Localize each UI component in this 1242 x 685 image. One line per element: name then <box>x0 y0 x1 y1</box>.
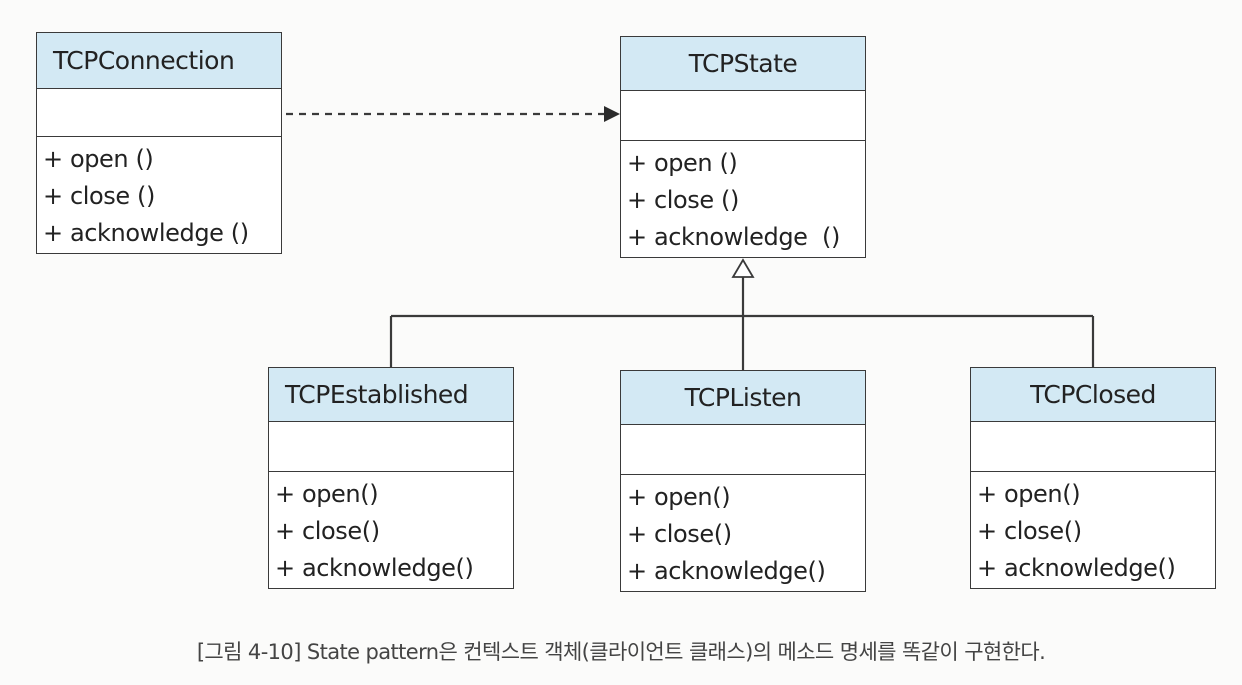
class-name: TCPListen <box>621 371 865 425</box>
operation-close: + close () <box>43 182 155 210</box>
operation-open: + open () <box>627 149 738 177</box>
dependency-arrowhead <box>604 106 620 122</box>
operations-compartment: + open() + close() + acknowledge() <box>269 472 513 587</box>
attributes-compartment <box>971 422 1215 472</box>
operations-compartment: + open () + close () + acknowledge () <box>37 137 281 252</box>
operation-acknowledge: + acknowledge() <box>275 554 474 582</box>
operation-open: + open() <box>627 483 731 511</box>
operation-acknowledge: + acknowledge() <box>627 557 826 585</box>
operations-compartment: + open() + close() + acknowledge() <box>621 475 865 590</box>
operation-acknowledge: + acknowledge() <box>977 554 1176 582</box>
operation-close: + close () <box>627 186 739 214</box>
operation-acknowledge: + acknowledge () <box>43 219 249 247</box>
class-tcpstate: TCPState + open () + close () + acknowle… <box>620 36 866 258</box>
figure-caption: [그림 4-10] State pattern은 컨텍스트 객체(클라이언트 클… <box>196 640 1046 664</box>
operation-open: + open() <box>275 480 379 508</box>
inheritance-triangle <box>731 258 755 278</box>
class-name: TCPState <box>621 37 865 91</box>
operation-acknowledge: + acknowledge () <box>627 223 840 251</box>
class-name: TCPEstablished <box>269 368 513 422</box>
operation-close: + close() <box>977 517 1082 545</box>
class-tcpestablished: TCPEstablished + open() + close() + ackn… <box>268 367 514 589</box>
attributes-compartment <box>621 425 865 475</box>
attributes-compartment <box>37 89 281 137</box>
operation-close: + close() <box>627 520 732 548</box>
class-name: TCPClosed <box>971 368 1215 422</box>
attributes-compartment <box>621 91 865 141</box>
operations-compartment: + open () + close () + acknowledge () <box>621 141 865 256</box>
class-tcplisten: TCPListen + open() + close() + acknowled… <box>620 370 866 592</box>
class-tcpconnection: TCPConnection + open () + close () + ack… <box>36 32 282 254</box>
class-name: TCPConnection <box>37 33 281 89</box>
operations-compartment: + open() + close() + acknowledge() <box>971 472 1215 587</box>
operation-open: + open() <box>977 480 1081 508</box>
attributes-compartment <box>269 422 513 472</box>
operation-close: + close() <box>275 517 380 545</box>
operation-open: + open () <box>43 145 154 173</box>
class-tcpclosed: TCPClosed + open() + close() + acknowled… <box>970 367 1216 589</box>
